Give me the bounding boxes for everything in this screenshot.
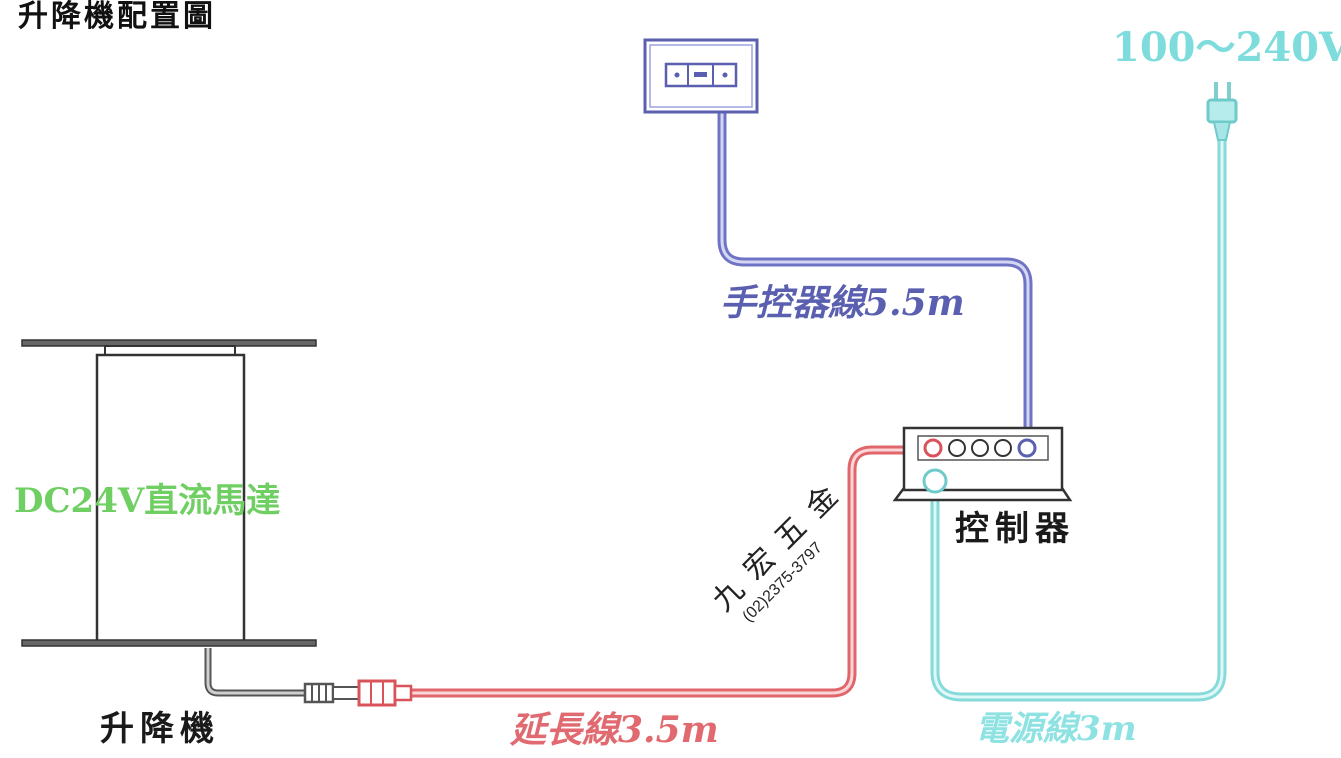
- controller-label: 控制器: [955, 509, 1075, 549]
- motor-label: DC24V直流馬達: [14, 481, 281, 521]
- hand-controller-cable-label: 手控器線5.5m: [720, 282, 965, 324]
- voltage-label: 100～240V: [1112, 24, 1341, 71]
- cable-connector-icon: [303, 679, 413, 707]
- power-plug-icon: [1206, 82, 1238, 141]
- extension-cable: [405, 445, 930, 698]
- hand-controller-cable: [717, 107, 1033, 450]
- power-cable-label: 電源線3m: [975, 709, 1137, 749]
- controller-box-icon: [892, 426, 1073, 502]
- lifter-label: 升降機: [100, 709, 220, 749]
- lift-column-icon: [21, 339, 317, 647]
- extension-cable-label: 延長線3.5m: [510, 709, 719, 751]
- hand-controller-icon: [643, 38, 759, 114]
- power-cable: [930, 133, 1227, 702]
- lift-cable: [204, 648, 310, 697]
- diagram-title: 升降機配置圖: [18, 0, 216, 34]
